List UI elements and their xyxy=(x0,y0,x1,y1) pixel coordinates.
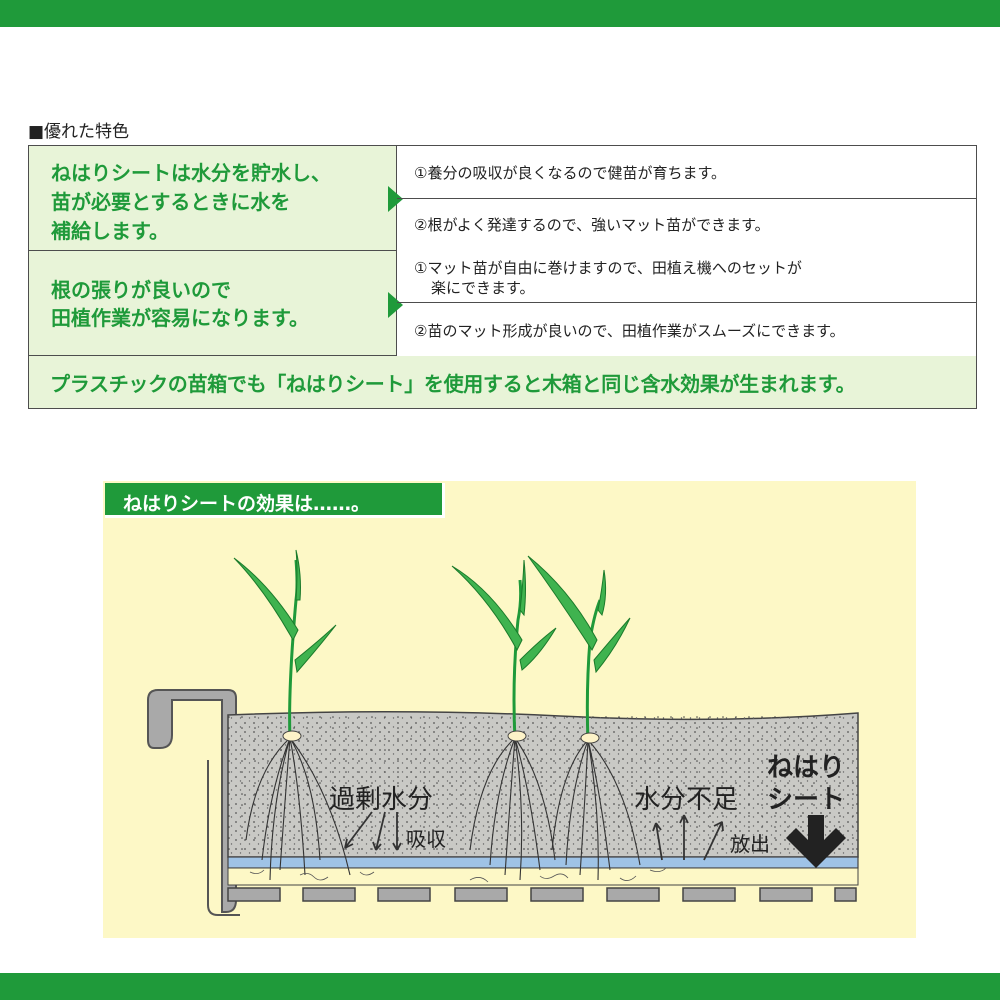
absorb-arrows-icon xyxy=(344,811,402,851)
label-excess-water: 過剰水分 xyxy=(329,785,433,815)
benefit-mat-rolling: ①マット苗が自由に巻けますので、田植え機へのセットが 楽にできます。 xyxy=(397,251,976,303)
plant-leaves xyxy=(233,549,631,674)
summary-text: プラスチックの苗箱でも「ねはりシート」を使用すると木箱と同じ含水効果が生まれます… xyxy=(50,372,856,396)
lead-line: ねはりシートは水分を貯水し、 xyxy=(51,161,331,185)
benefit-text: ②苗のマット形成が良いので、田植作業がスムーズにできます。 xyxy=(414,322,845,340)
nehari-sheet-band xyxy=(227,856,859,869)
lead-line: 田植作業が容易になります。 xyxy=(51,306,309,330)
benefit-root-development: ②根がよく発達するので、強いマット苗ができます。 xyxy=(397,199,976,251)
tray-floor-segments xyxy=(227,887,857,902)
feature-lead-water-storage: ねはりシートは水分を貯水し、 苗が必要とするときに水を 補給します。 xyxy=(29,146,397,251)
release-arrows-icon xyxy=(652,814,724,861)
triangle-arrow-icon xyxy=(388,186,403,212)
lead-line: 補給します。 xyxy=(51,219,169,243)
benefit-nutrient-absorption: ①養分の吸収が良くなるので健苗が育ちます。 xyxy=(397,146,976,199)
benefit-text: ①マット苗が自由に巻けますので、田植え機へのセットが xyxy=(414,259,802,277)
benefit-text-continued: 楽にできます。 xyxy=(431,279,535,297)
benefit-text: ②根がよく発達するので、強いマット苗ができます。 xyxy=(414,216,770,234)
label-sheet-line2: シート xyxy=(767,785,845,815)
top-green-bar xyxy=(0,0,1000,27)
tray-floor-band xyxy=(227,867,859,886)
label-water-shortage: 水分不足 xyxy=(634,785,738,815)
features-table: ねはりシートは水分を貯水し、 苗が必要とするときに水を 補給します。 ①養分の吸… xyxy=(28,145,977,409)
down-arrow-icon xyxy=(786,815,846,868)
label-release: 放出 xyxy=(730,832,770,856)
tray-wall-drain xyxy=(207,760,240,916)
lead-line: 苗が必要とするときに水を xyxy=(51,190,291,214)
benefit-smooth-planting: ②苗のマット形成が良いので、田植作業がスムーズにできます。 xyxy=(397,303,976,356)
soil-texture-fine xyxy=(228,716,858,857)
diagram-title: ねはりシートの効果は……。 xyxy=(105,483,445,518)
tray-wall xyxy=(147,689,237,913)
benefit-text: ①養分の吸収が良くなるので健苗が育ちます。 xyxy=(414,164,726,182)
feature-lead-root-growth: 根の張りが良いので 田植作業が容易になります。 xyxy=(29,251,397,356)
plant-roots xyxy=(245,737,641,881)
section-title: ■優れた特色 xyxy=(28,122,130,142)
lead-line: 根の張りが良いので xyxy=(51,278,231,302)
root-hairs xyxy=(249,867,667,883)
triangle-arrow-icon xyxy=(388,292,403,318)
seed-icons xyxy=(282,730,600,744)
bottom-green-bar xyxy=(0,973,1000,1000)
label-sheet-line1: ねはり xyxy=(767,753,845,783)
label-absorb: 吸収 xyxy=(406,827,446,851)
summary-row: プラスチックの苗箱でも「ねはりシート」を使用すると木箱と同じ含水効果が生まれます… xyxy=(29,356,976,408)
